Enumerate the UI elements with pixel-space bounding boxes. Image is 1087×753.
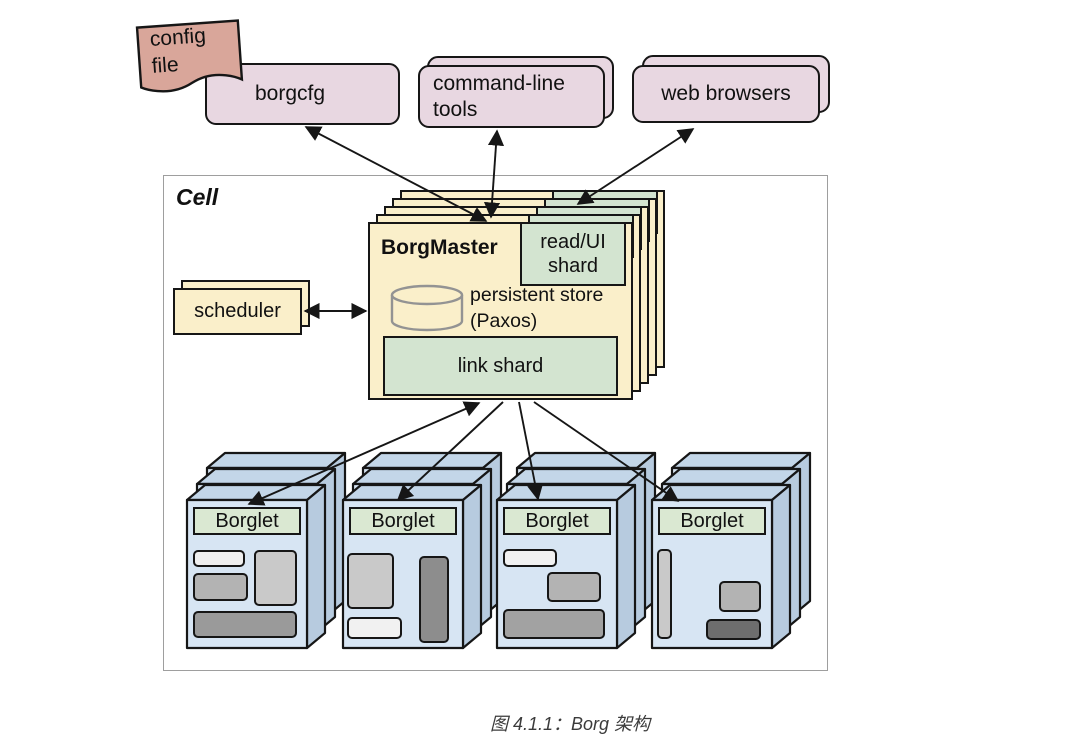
borgmaster-title: BorgMaster [381,236,498,259]
borgmaster-box: BorgMaster read/UI shard persistent stor… [368,222,633,400]
config-file-label: config file [149,24,207,78]
link-shard-label: link shard [457,354,544,377]
command-line-tools-label: command-line tools [433,72,565,121]
borglet-task-block [503,549,557,567]
borglet-task-block [657,549,672,639]
borglet-task-block [706,619,761,640]
scheduler-box: scheduler [173,288,302,335]
borglet-task-block [419,556,449,643]
borglet-task-block [547,572,601,602]
borglet-task-block [193,550,245,567]
web-browsers-label: web browsers [661,82,791,105]
borglet-task-block [503,609,605,639]
read-ui-shard-label: read/UI shard [540,231,606,277]
persistent-store-label-line2: (Paxos) [470,310,538,332]
database-cylinder-icon [390,284,464,332]
borglet-task-block [254,550,297,606]
figure-caption: 图 4.1.1：Borg 架构 [489,714,651,734]
link-shard-box: link shard [383,336,618,396]
borglet-task-block [347,617,402,639]
borglet-label: Borglet [503,507,611,535]
borglet-label: Borglet [349,507,457,535]
scheduler-label: scheduler [194,300,281,322]
borglet-label: Borglet [193,507,301,535]
borglet-task-block [193,573,248,601]
borglet-task-block [193,611,297,638]
command-line-tools-box: command-line tools [418,65,605,128]
borglet-label: Borglet [658,507,766,535]
persistent-store-label-line1: persistent store [470,284,604,306]
borglet-task-block [719,581,761,612]
web-browsers-box: web browsers [632,65,820,123]
borglet-task-block [347,553,394,609]
read-ui-shard-box: read/UI shard [520,222,626,286]
cell-label: Cell [176,184,219,210]
